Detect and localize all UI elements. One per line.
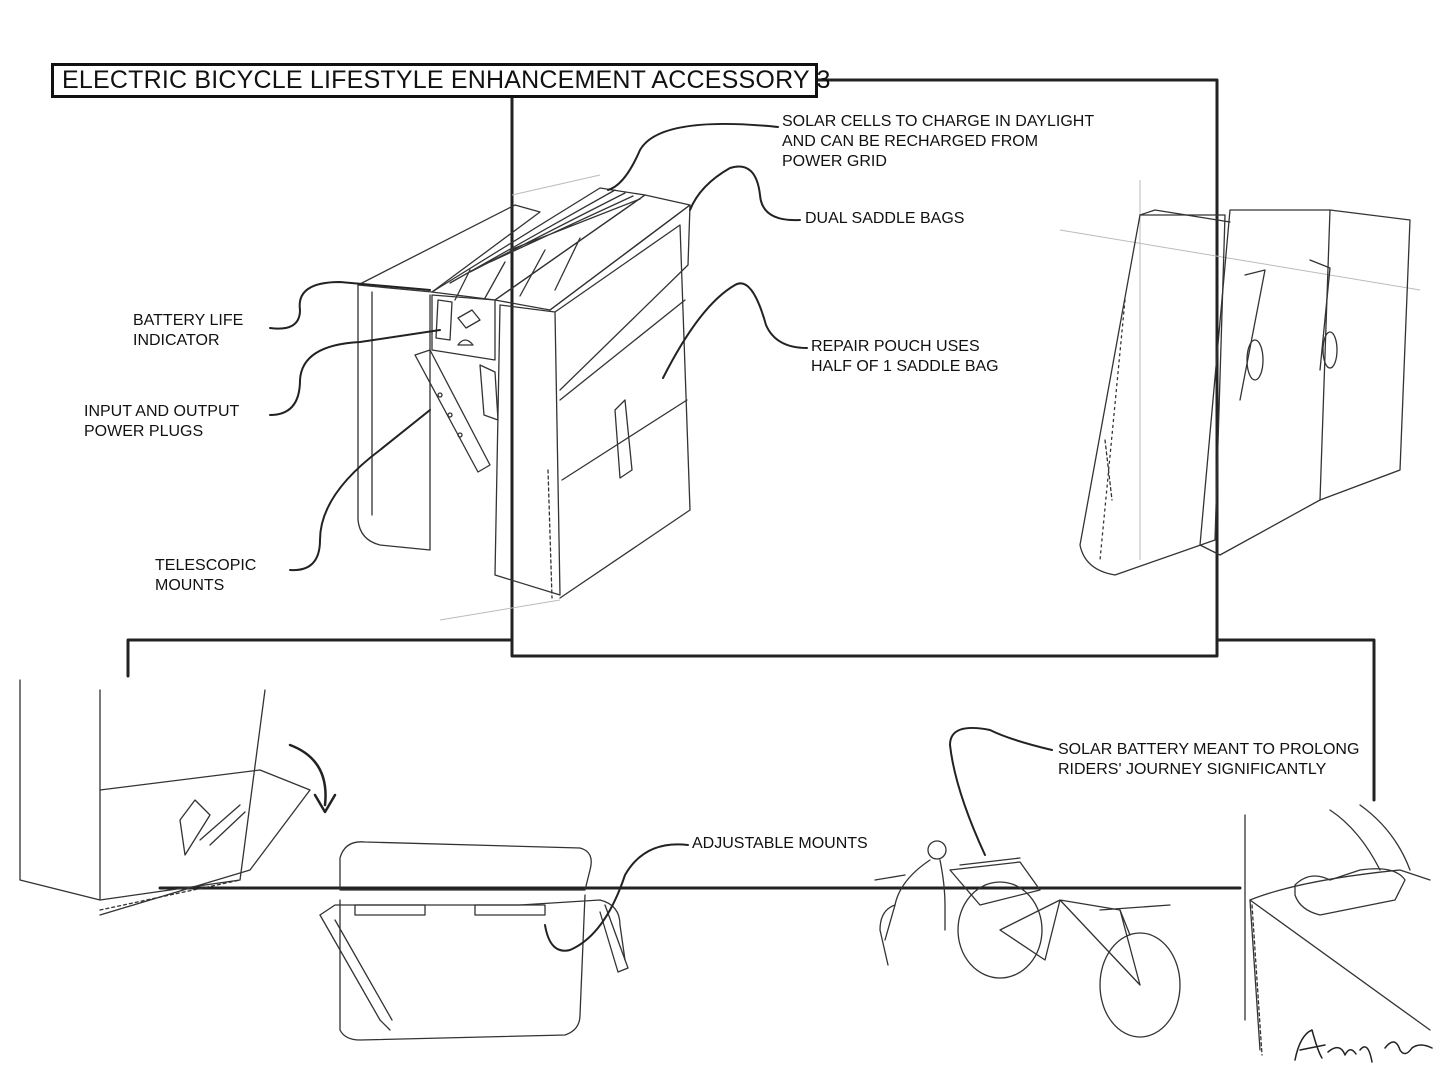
rear-view-saddle-bag-sketch xyxy=(1060,180,1420,575)
callout-repair-pouch: REPAIR POUCH USES HALF OF 1 SADDLE BAG xyxy=(811,337,999,377)
callout-battery-life-indicator: BATTERY LIFE INDICATOR xyxy=(133,311,243,351)
repair-pouch-sketch xyxy=(20,680,335,915)
leader-dual-saddle-bags xyxy=(690,167,800,221)
callout-dual-saddle-bags: DUAL SADDLE BAGS xyxy=(805,209,964,229)
leader-solar-battery xyxy=(950,728,1052,855)
leader-power-plugs xyxy=(270,330,440,415)
callout-solar-battery: SOLAR BATTERY MEANT TO PROLONG RIDERS' J… xyxy=(1058,740,1359,780)
adjustable-mounts-sketch xyxy=(320,842,628,1040)
leader-lines xyxy=(270,124,1052,951)
callout-telescopic-mounts: TELESCOPIC MOUNTS xyxy=(155,556,256,596)
sheet-title: ELECTRIC BICYCLE LIFESTYLE ENHANCEMENT A… xyxy=(62,66,831,95)
sheet-title-box: ELECTRIC BICYCLE LIFESTYLE ENHANCEMENT A… xyxy=(51,63,818,98)
leader-telescopic-mounts xyxy=(290,410,430,570)
leader-solar-cells xyxy=(608,124,778,190)
left-frame-line xyxy=(128,640,512,676)
rider-with-bicycle-sketch xyxy=(875,841,1180,1037)
tools-closeup-sketch xyxy=(1245,805,1430,1055)
callout-power-plugs: INPUT AND OUTPUT POWER PLUGS xyxy=(84,402,239,442)
artist-signature xyxy=(1295,1030,1432,1062)
main-saddle-bag-sketch xyxy=(358,175,690,620)
callout-solar-cells: SOLAR CELLS TO CHARGE IN DAYLIGHT AND CA… xyxy=(782,112,1094,172)
callout-adjustable-mounts: ADJUSTABLE MOUNTS xyxy=(692,834,868,854)
